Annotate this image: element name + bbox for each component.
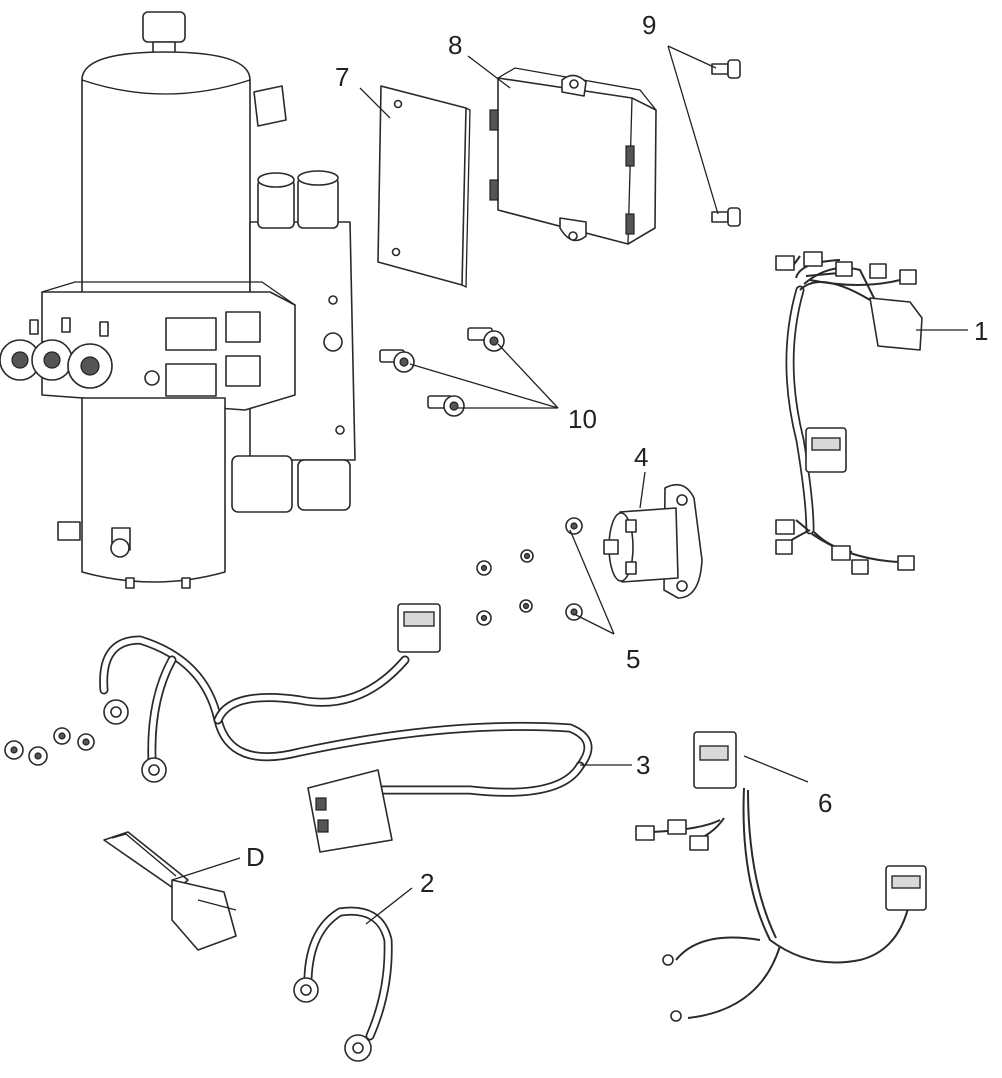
- callout-2: 2: [420, 868, 434, 898]
- part-6-harness: [635, 731, 927, 1022]
- part-4-breaker: [603, 483, 703, 599]
- callout-7: 7: [335, 62, 349, 92]
- part-9-screws: [711, 59, 741, 227]
- callout-9: 9: [642, 10, 656, 40]
- part-7-gasket-plate: [377, 85, 471, 289]
- part-2-ground-cable: [293, 906, 393, 1062]
- callout-4: 4: [634, 442, 648, 472]
- leader-lines: [171, 45, 968, 925]
- part-8-control-module: [489, 67, 657, 245]
- loose-hardware-left: [4, 727, 95, 766]
- callout-labels: 1 2 3 4 5 6 7 8 9 10 D: [246, 10, 988, 898]
- callout-10: 10: [568, 404, 597, 434]
- part-5-hardware: [476, 517, 583, 626]
- hydraulic-power-unit: [0, 11, 356, 589]
- part-1-harness: [775, 251, 923, 575]
- callout-5: 5: [626, 644, 640, 674]
- callout-6: 6: [818, 788, 832, 818]
- part-D-strap: [103, 831, 237, 951]
- part-10-bolts: [379, 327, 505, 417]
- callout-8: 8: [448, 30, 462, 60]
- callout-D: D: [246, 842, 265, 872]
- callout-3: 3: [636, 750, 650, 780]
- part-3-main-harness: [99, 603, 593, 853]
- callout-1: 1: [974, 316, 988, 346]
